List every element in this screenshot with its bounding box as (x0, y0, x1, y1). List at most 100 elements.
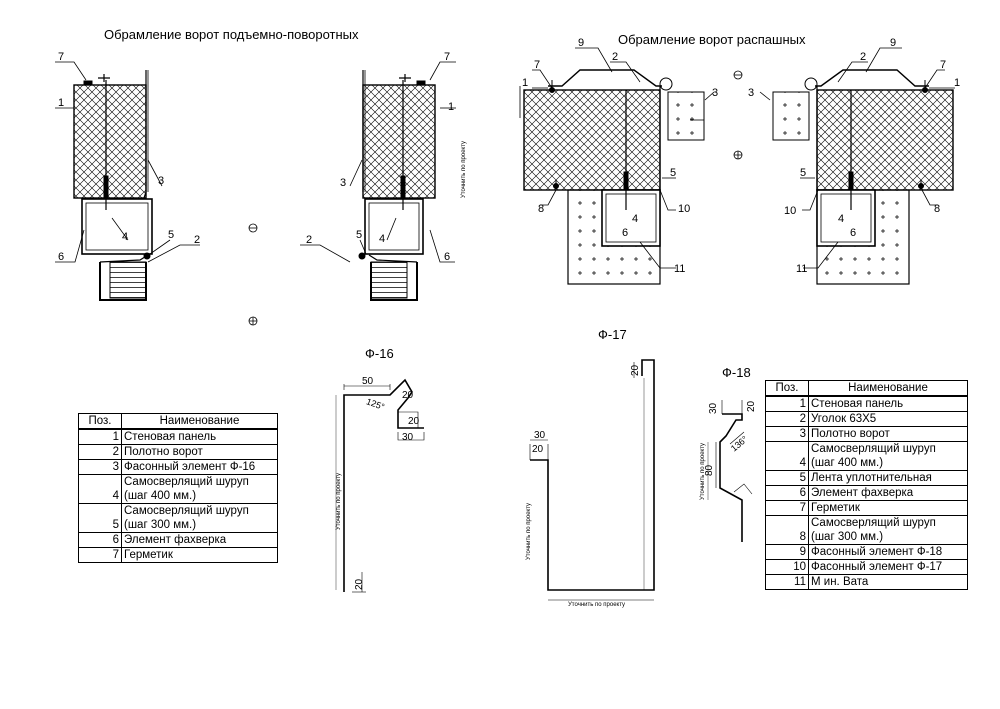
dim-f16-bottom: 20 (354, 578, 365, 590)
table-header: Поз. Наименование (765, 380, 968, 397)
row-pos: 6 (78, 532, 122, 548)
dim-f18-angle: 136° (729, 434, 750, 454)
row-pos: 2 (78, 444, 122, 460)
dim-f16-box-h: 20 (408, 416, 420, 427)
callout-5: 5 (670, 167, 676, 179)
row-pos: 4 (765, 441, 809, 471)
callout-2: 2 (860, 51, 866, 63)
row-name: Фасонный элемент Ф-18 (808, 544, 968, 560)
callout-8: 8 (934, 203, 940, 215)
title-f18: Ф-18 (722, 365, 751, 380)
row-name: Самосверлящий шуруп (121, 474, 278, 489)
callout-10: 10 (784, 205, 796, 217)
callout-3: 3 (158, 175, 164, 187)
row-name: Фасонный элемент Ф-17 (808, 559, 968, 575)
callout-5: 5 (800, 167, 806, 179)
profile-f17 (529, 359, 655, 601)
callout-7: 7 (940, 59, 946, 71)
row-name: Стеновая панель (808, 395, 968, 412)
callout-4: 4 (122, 231, 128, 243)
title-f17: Ф-17 (598, 327, 627, 342)
callout-5: 5 (168, 229, 174, 241)
profile-f18 (707, 400, 753, 542)
row-name: Лента уплотнительная (808, 470, 968, 486)
row-pos: 5 (78, 503, 122, 533)
dim-f16-box-w: 30 (402, 432, 414, 443)
title-lift-gates: Обрамление ворот подъемно-поворотных (104, 27, 359, 42)
header-pos: Поз. (78, 413, 122, 430)
row-pos: 3 (765, 426, 809, 442)
row-pos: 3 (78, 459, 122, 475)
callout-3: 3 (340, 177, 346, 189)
table-header: Поз. Наименование (78, 413, 278, 430)
title-f16: Ф-16 (365, 346, 394, 361)
callout-10: 10 (678, 203, 690, 215)
row-name: (шаг 400 мм.) (808, 456, 968, 471)
callout-3: 3 (712, 87, 718, 99)
title-swing-gates: Обрамление ворот распашных (618, 32, 806, 47)
callout-1: 1 (522, 77, 528, 89)
table-row: (шаг 400 мм.) (766, 456, 968, 471)
callout-2: 2 (306, 234, 312, 246)
row-pos: 2 (765, 411, 809, 427)
row-pos: 1 (765, 395, 809, 412)
callout-1: 1 (58, 97, 64, 109)
callout-2: 2 (612, 51, 618, 63)
row-pos: 10 (765, 559, 809, 575)
header-name: Наименование (121, 413, 278, 430)
callout-9: 9 (890, 37, 896, 49)
row-name: Самосверлящий шуруп (808, 441, 968, 456)
dim-f18-b: 20 (746, 400, 757, 412)
callout-11: 11 (674, 263, 685, 275)
note-f17-side: Уточнить по проекту (526, 503, 532, 560)
callout-7: 7 (534, 59, 540, 71)
note-vertical: Уточнить по проекту (461, 141, 467, 198)
row-pos: 9 (765, 544, 809, 560)
row-pos: 8 (765, 515, 809, 545)
note-f18: Уточнить по проекту (700, 443, 706, 500)
callout-11: 11 (796, 263, 807, 275)
row-name: (шаг 300 мм.) (808, 530, 968, 545)
center-marks (248, 70, 743, 326)
row-name: Герметик (121, 547, 278, 563)
row-pos: 6 (765, 485, 809, 501)
note-f16: Уточнить по проекту (336, 473, 342, 530)
callout-3: 3 (748, 87, 754, 99)
callout-4: 4 (838, 213, 844, 225)
row-pos: 5 (765, 470, 809, 486)
dim-f17-a: 30 (534, 430, 546, 441)
dim-f18-height: 80 (704, 464, 715, 476)
row-name: Элемент фахверка (808, 485, 968, 501)
detail-swing-right (772, 69, 954, 285)
callout-7: 7 (58, 51, 64, 63)
row-name: Фасонный элемент Ф-16 (121, 459, 278, 475)
row-pos: 7 (765, 500, 809, 516)
row-name: Элемент фахверка (121, 532, 278, 548)
detail-lift-left (55, 61, 200, 301)
row-pos: 11 (765, 574, 809, 590)
dim-f16-angle: 125° (365, 396, 386, 412)
callout-2: 2 (194, 234, 200, 246)
row-name: (шаг 300 мм.) (121, 518, 278, 533)
callout-1: 1 (954, 77, 960, 89)
row-name: Герметик (808, 500, 968, 516)
callout-6: 6 (622, 227, 628, 239)
callout-4: 4 (379, 233, 385, 245)
row-name: Уголок 63Х5 (808, 411, 968, 427)
